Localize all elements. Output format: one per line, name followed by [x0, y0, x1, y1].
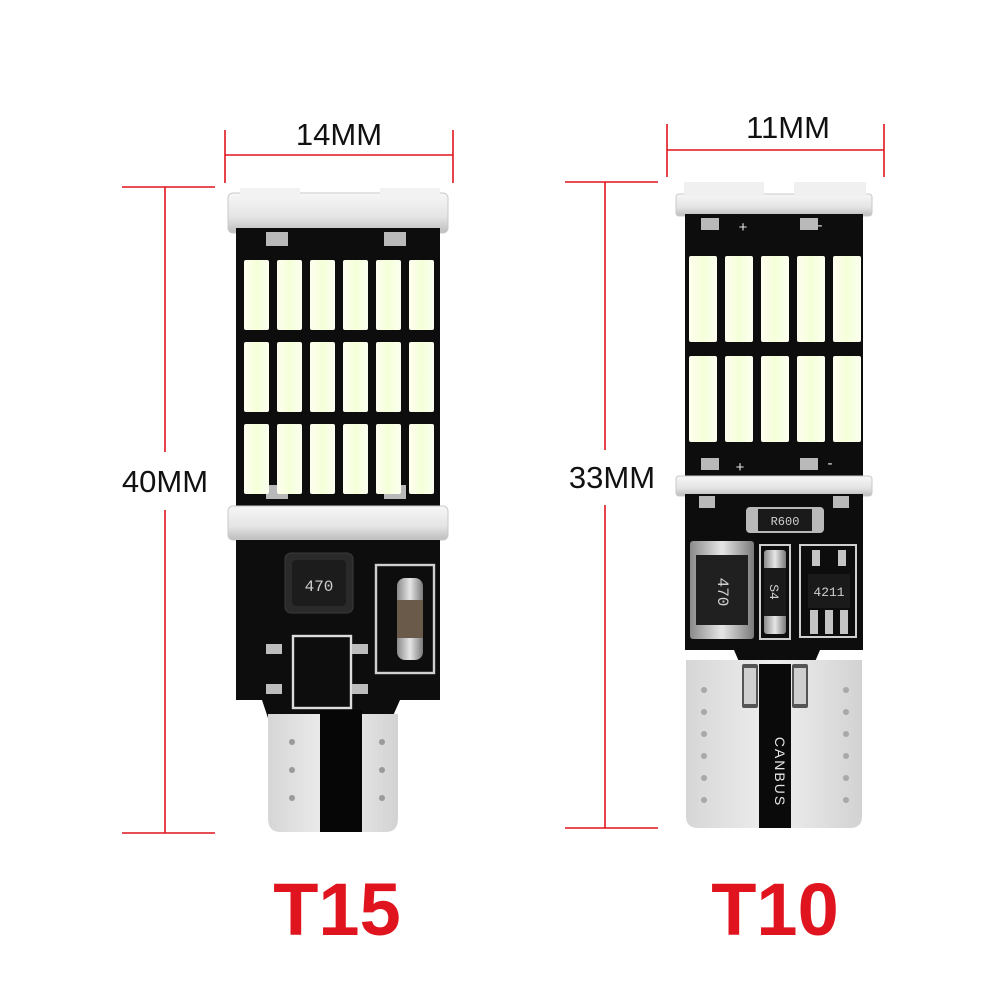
t15-width-dimension: [224, 130, 454, 183]
t15-led-chip: [409, 260, 434, 330]
t10-led-grid: [689, 256, 861, 442]
t10-led-chip: [689, 356, 717, 442]
t10-led-chip: [797, 356, 825, 442]
t15-led-chip: [343, 424, 368, 494]
t15-led-chip: [310, 342, 335, 412]
t15-led-chip: [409, 342, 434, 412]
t10-led-chip: [797, 256, 825, 342]
t15-resistor-outline: [374, 563, 436, 675]
t15-led-chip: [244, 342, 269, 412]
t10-top-clip: [675, 193, 873, 217]
t15-led-chip: [244, 260, 269, 330]
t15-model-label: T15: [273, 868, 401, 951]
t10-height-label: 33MM: [569, 460, 655, 495]
t15-led-chip: [376, 342, 401, 412]
t15-led-chip: [409, 424, 434, 494]
t10-minus-top: -: [818, 217, 823, 234]
t10-led-chip: [833, 256, 861, 342]
t15-led-board: [236, 228, 440, 506]
t15-led-grid: [244, 260, 434, 494]
t15-chip-outline: [291, 634, 353, 710]
t10-base-marking: CANBUS: [772, 737, 788, 807]
t10-minus-bottom: -: [828, 455, 833, 472]
t10-plus-top: +: [739, 219, 748, 236]
t15-led-chip: [277, 342, 302, 412]
t10-ic-marking: 4211: [813, 585, 844, 600]
t10-ic: [808, 574, 850, 608]
t15-height-dimension: [122, 186, 215, 834]
t10-led-chip: [725, 356, 753, 442]
t15-led-chip: [277, 424, 302, 494]
t15-led-chip: [310, 260, 335, 330]
t10-height-dimension: [565, 181, 658, 829]
t15-top-clip: [227, 192, 449, 234]
t10-led-chip: [761, 356, 789, 442]
t10-width-dimension: [666, 124, 885, 177]
t15-led-chip: [244, 424, 269, 494]
t15-bulb: 470: [227, 188, 449, 832]
t10-led-chip: [833, 356, 861, 442]
t15-height-label: 40MM: [122, 464, 208, 499]
t10-plus-bottom: +: [736, 459, 745, 476]
t10-inductor-marking: 470: [713, 578, 731, 607]
t15-inductor-marking: 470: [305, 578, 334, 596]
t10-model-label: T10: [711, 868, 839, 951]
t15-middle-clip: [227, 505, 449, 541]
t10-diode-marking: S4: [766, 584, 781, 600]
t10-resistor-marking: R600: [771, 515, 800, 529]
t10-led-chip: [725, 256, 753, 342]
t15-led-chip: [277, 260, 302, 330]
t10-led-chip: [761, 256, 789, 342]
t10-base-divider: [759, 664, 791, 828]
t10-middle-clip: [675, 475, 873, 497]
t15-led-chip: [376, 260, 401, 330]
t15-led-chip: [343, 260, 368, 330]
t15-base-divider: [320, 710, 362, 832]
t15-led-chip: [376, 424, 401, 494]
t15-led-chip: [310, 424, 335, 494]
t10-bulb: + - + - R600 470 S4 4211: [675, 182, 873, 828]
t10-width-label: 11MM: [746, 110, 830, 145]
t15-led-chip: [343, 342, 368, 412]
t10-led-chip: [689, 256, 717, 342]
t15-width-label: 14MM: [296, 117, 382, 152]
